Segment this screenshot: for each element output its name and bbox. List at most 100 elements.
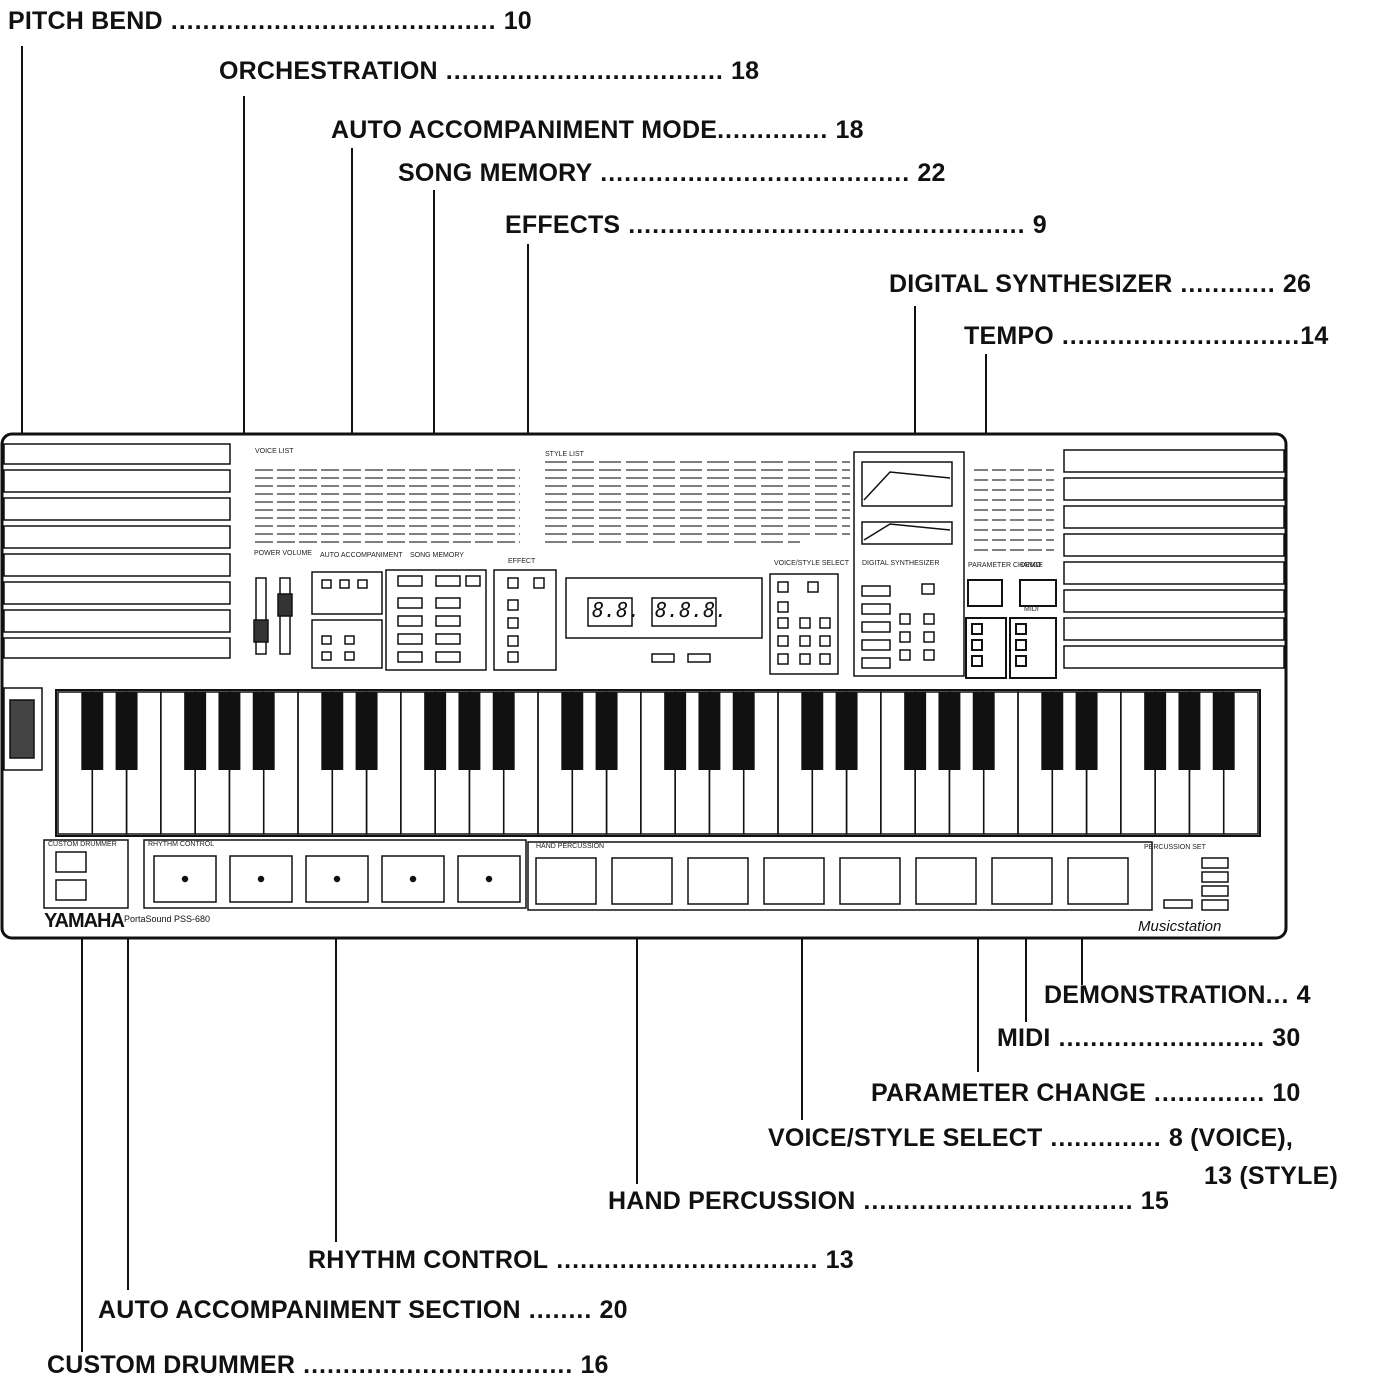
percussion-set-panel [1163,857,1229,911]
callout-tempo-name: TEMPO [964,322,1054,350]
black-key [492,692,515,770]
callout-tempo-page: 14 [1300,322,1329,350]
callout-voice-style-select-dots: .............. [1042,1124,1162,1152]
callout-auto-accompaniment-mode-name: AUTO ACCOMPANIMENT MODE [331,116,718,144]
callout-pitch-bend: PITCH BEND .............................… [8,7,532,36]
callout-auto-accompaniment-mode-dots: .............. [717,116,829,144]
callout-parameter-change-dots: .............. [1145,1079,1266,1107]
callout-custom-drummer-page: 16 [580,1351,609,1379]
black-key [732,692,755,770]
callout-midi-page: 30 [1272,1024,1301,1052]
hand-percussion-label: HAND PERCUSSION [536,843,605,850]
callout-rhythm-control-name: RHYTHM CONTROL [308,1246,549,1274]
black-key [835,692,858,770]
song-memory-panel [385,569,487,671]
callout-parameter-change-name: PARAMETER CHANGE [871,1079,1146,1107]
callout-effects: EFFECTS ................................… [505,211,1047,240]
parameter-change-label: PARAMETER CHANGE [968,562,1043,569]
callout-custom-drummer: CUSTOM DRUMMER .........................… [47,1351,609,1380]
yamaha-logo: YAMAHA [44,910,125,932]
callout-demonstration-name: DEMONSTRATION [1044,981,1266,1009]
callout-rhythm-control-page: 13 [825,1246,854,1274]
demo-label: DEMO [1020,562,1041,569]
style-list-heading: STYLE LIST [545,451,584,458]
effect-panel [493,569,557,671]
callout-demonstration-dots: ... [1265,981,1290,1009]
black-key [115,692,138,770]
callout-parameter-change: PARAMETER CHANGE .............. 10 [871,1079,1301,1108]
lcd-display-panel [565,577,763,663]
black-key [698,692,721,770]
hand-percussion-panel [527,841,1153,911]
voice-list-heading: VOICE LIST [255,448,294,455]
black-key [1212,692,1235,770]
callout-voice-style-select-page: 8 (VOICE), [1168,1124,1294,1152]
callout-pitch-bend-dots: ........................................… [162,7,497,35]
rhythm-control-label: RHYTHM CONTROL [148,841,215,848]
black-key [904,692,927,770]
right-speaker-grill [1063,449,1285,669]
callout-rhythm-control: RHYTHM CONTROL .........................… [308,1246,854,1275]
auto-accompaniment-panel [311,571,383,669]
model-name: PortaSound PSS-680 [124,914,211,924]
song-memory-label: SONG MEMORY [410,552,464,559]
callout-effects-page: 9 [1032,211,1047,239]
callout-midi: MIDI .......................... 30 [997,1024,1301,1053]
keyboard-body [0,432,1288,940]
callout-tempo-dots: .............................. [1053,322,1301,350]
black-key [355,692,378,770]
black-key [664,692,687,770]
custom-drummer-label: CUSTOM DRUMMER [48,841,117,848]
black-key [321,692,344,770]
midi-label: MIDI [1024,606,1039,613]
black-key [252,692,275,770]
black-key [801,692,824,770]
callout-auto-accompaniment-section-page: 20 [599,1296,628,1324]
callout-effects-dots: ........................................… [620,211,1026,239]
callout-voice-style-select-name: VOICE/STYLE SELECT [768,1124,1043,1152]
black-key [972,692,995,770]
callout-pitch-bend-name: PITCH BEND [8,7,163,35]
callout-rhythm-control-dots: ................................. [548,1246,819,1274]
callout-hand-percussion-page: 15 [1140,1187,1169,1215]
callout-orchestration: ORCHESTRATION ..........................… [219,57,759,86]
black-key [184,692,207,770]
pitch-bend-wheel [3,687,43,771]
callout-midi-name: MIDI [997,1024,1051,1052]
black-key [561,692,584,770]
callout-song-memory-name: SONG MEMORY [398,159,593,187]
voice-style-list-texture [255,461,850,543]
callout-effects-name: EFFECTS [505,211,621,239]
lcd-right-digits: 8.8.8. [655,598,728,622]
callout-custom-drummer-dots: .................................. [295,1351,574,1379]
callout-midi-dots: .......................... [1050,1024,1266,1052]
callout-voice-style-select-page2: 13 (STYLE) [1204,1162,1338,1190]
callout-auto-accompaniment-section-name: AUTO ACCOMPANIMENT SECTION [98,1296,521,1324]
callout-auto-accompaniment-section: AUTO ACCOMPANIMENT SECTION ........ 20 [98,1296,628,1325]
callout-hand-percussion: HAND PERCUSSION ........................… [608,1187,1169,1216]
callout-digital-synthesizer-page: 26 [1282,270,1312,298]
black-keys [81,692,1235,770]
effect-label: EFFECT [508,558,536,565]
black-key [1144,692,1167,770]
callout-pitch-bend-page: 10 [503,7,532,35]
black-key [938,692,961,770]
voice-style-select-panel [769,573,839,675]
black-key [81,692,104,770]
callout-orchestration-page: 18 [731,57,760,85]
digital-synthesizer-label: DIGITAL SYNTHESIZER [862,560,940,567]
black-key [595,692,618,770]
callout-hand-percussion-name: HAND PERCUSSION [608,1187,856,1215]
black-key [424,692,447,770]
power-volume-sliders [253,577,293,655]
lcd-left-digits: 8.8. [592,598,641,622]
black-key [218,692,241,770]
callout-digital-synthesizer: DIGITAL SYNTHESIZER ............ 26 [889,270,1311,299]
black-key [1041,692,1064,770]
callout-tempo: TEMPO ..............................14 [964,322,1328,351]
midi-channel-list-texture [974,469,1054,551]
power-volume-label: POWER VOLUME [254,550,312,557]
voice-style-select-label: VOICE/STYLE SELECT [774,560,850,567]
callout-song-memory-page: 22 [917,159,946,187]
callout-song-memory-dots: ....................................... [592,159,911,187]
